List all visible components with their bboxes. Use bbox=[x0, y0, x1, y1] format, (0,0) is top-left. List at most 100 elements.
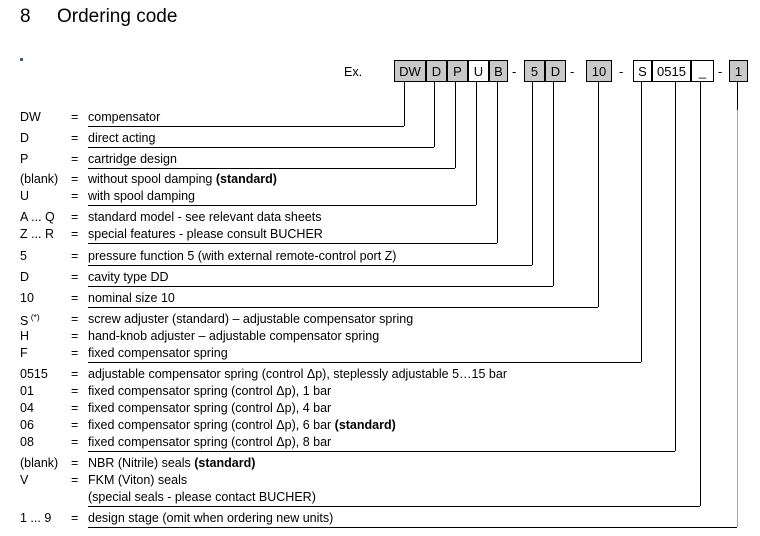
legend-key: D bbox=[20, 131, 30, 145]
legend-key: DW bbox=[20, 110, 41, 124]
code-separator-dash: - bbox=[570, 64, 575, 79]
leader-vertical bbox=[455, 82, 456, 168]
legend-description: fixed compensator spring (control Δp), 1… bbox=[88, 384, 332, 398]
page-title: Ordering code bbox=[57, 6, 178, 27]
legend-description: fixed compensator spring (control Δp), 4… bbox=[88, 401, 332, 415]
leader-horizontal bbox=[88, 126, 404, 127]
legend-description: nominal size 10 bbox=[88, 291, 175, 305]
legend-key: V bbox=[20, 473, 29, 487]
code-box-dw: DW bbox=[394, 60, 426, 82]
legend-equals: = bbox=[71, 418, 79, 432]
legend-equals: = bbox=[71, 456, 79, 470]
leader-vertical bbox=[532, 82, 533, 265]
leader-horizontal bbox=[88, 147, 434, 148]
legend-description: screw adjuster (standard) – adjustable c… bbox=[88, 312, 414, 326]
legend-key: 08 bbox=[20, 435, 34, 449]
legend-key: 10 bbox=[20, 291, 34, 305]
legend-equals: = bbox=[71, 270, 79, 284]
legend-description: compensator bbox=[88, 110, 161, 124]
legend-equals: = bbox=[71, 152, 79, 166]
legend-equals: = bbox=[71, 210, 79, 224]
code-box-5: 5 bbox=[524, 60, 545, 82]
leader-horizontal bbox=[88, 243, 497, 244]
legend-description: direct acting bbox=[88, 131, 156, 145]
legend-description: special features - please consult BUCHER bbox=[88, 227, 323, 241]
leader-vertical bbox=[641, 82, 642, 362]
legend-key: D bbox=[20, 270, 30, 284]
legend-key: Z ... R bbox=[20, 227, 55, 241]
legend-description: without spool damping (standard) bbox=[88, 172, 277, 186]
section-number: 8 bbox=[20, 6, 31, 27]
leader-vertical bbox=[675, 82, 676, 451]
code-box-b: B bbox=[489, 60, 508, 82]
legend-key: H bbox=[20, 329, 30, 343]
legend-equals: = bbox=[71, 227, 79, 241]
leader-vertical bbox=[737, 82, 738, 110]
legend-description: FKM (Viton) seals bbox=[88, 473, 188, 487]
legend-key: A ... Q bbox=[20, 210, 55, 224]
code-separator-dash: - bbox=[718, 64, 723, 79]
legend-key: 0515 bbox=[20, 367, 48, 381]
code-separator-dash: - bbox=[619, 64, 624, 79]
leader-horizontal bbox=[88, 451, 675, 452]
legend-key: U bbox=[20, 189, 30, 203]
page-speck-artifact bbox=[20, 58, 23, 61]
code-box-d: D bbox=[545, 60, 566, 82]
legend-key: 5 bbox=[20, 249, 27, 263]
legend-description: pressure function 5 (with external remot… bbox=[88, 249, 397, 263]
leader-vertical bbox=[598, 82, 599, 307]
legend-equals: = bbox=[71, 401, 79, 415]
legend-description: cartridge design bbox=[88, 152, 177, 166]
code-separator-dash: - bbox=[512, 64, 517, 79]
code-box-x: _ bbox=[691, 60, 714, 82]
legend-description: NBR (Nitrile) seals (standard) bbox=[88, 456, 256, 470]
legend-equals: = bbox=[71, 435, 79, 449]
legend-equals: = bbox=[71, 384, 79, 398]
legend-description: adjustable compensator spring (control Δ… bbox=[88, 367, 507, 381]
leader-vertical bbox=[434, 82, 435, 147]
code-box-s: S bbox=[633, 60, 652, 82]
code-box-p: P bbox=[447, 60, 468, 82]
leader-horizontal bbox=[88, 362, 641, 363]
code-box-u: U bbox=[468, 60, 489, 82]
legend-key: 1 ... 9 bbox=[20, 511, 52, 525]
leader-horizontal bbox=[88, 307, 598, 308]
code-box-0515: 0515 bbox=[652, 60, 691, 82]
legend-description: (special seals - please contact BUCHER) bbox=[88, 490, 316, 504]
legend-equals: = bbox=[71, 189, 79, 203]
leader-vertical bbox=[404, 82, 405, 126]
standard-marker: (standard) bbox=[334, 418, 396, 432]
legend-description: cavity type DD bbox=[88, 270, 169, 284]
leader-vertical bbox=[476, 82, 477, 205]
legend-equals: = bbox=[71, 131, 79, 145]
code-box-10: 10 bbox=[586, 60, 612, 82]
standard-marker: (standard) bbox=[215, 172, 277, 186]
legend-equals: = bbox=[71, 473, 79, 487]
leader-vertical bbox=[700, 82, 701, 506]
legend-description: standard model - see relevant data sheet… bbox=[88, 210, 322, 224]
standard-marker: (standard) bbox=[194, 456, 256, 470]
legend-key: S (*) bbox=[20, 312, 40, 329]
legend-key: 04 bbox=[20, 401, 34, 415]
legend-key-superscript: (*) bbox=[28, 312, 40, 322]
legend-equals: = bbox=[71, 110, 79, 124]
legend-equals: = bbox=[71, 312, 79, 326]
code-box-1: 1 bbox=[729, 60, 748, 82]
leader-horizontal bbox=[88, 168, 455, 169]
legend-key: P bbox=[20, 152, 29, 166]
leader-horizontal bbox=[88, 286, 553, 287]
leader-vertical bbox=[553, 82, 554, 286]
legend-equals: = bbox=[71, 172, 79, 186]
legend-key: F bbox=[20, 346, 28, 360]
legend-description: fixed compensator spring (control Δp), 6… bbox=[88, 418, 396, 432]
legend-key: 06 bbox=[20, 418, 34, 432]
leader-horizontal bbox=[88, 205, 476, 206]
legend-equals: = bbox=[71, 367, 79, 381]
legend-description: fixed compensator spring bbox=[88, 346, 228, 360]
legend-key: (blank) bbox=[20, 456, 59, 470]
legend-description: fixed compensator spring (control Δp), 8… bbox=[88, 435, 332, 449]
legend-equals: = bbox=[71, 249, 79, 263]
code-box-d: D bbox=[426, 60, 447, 82]
leader-horizontal bbox=[88, 265, 532, 266]
